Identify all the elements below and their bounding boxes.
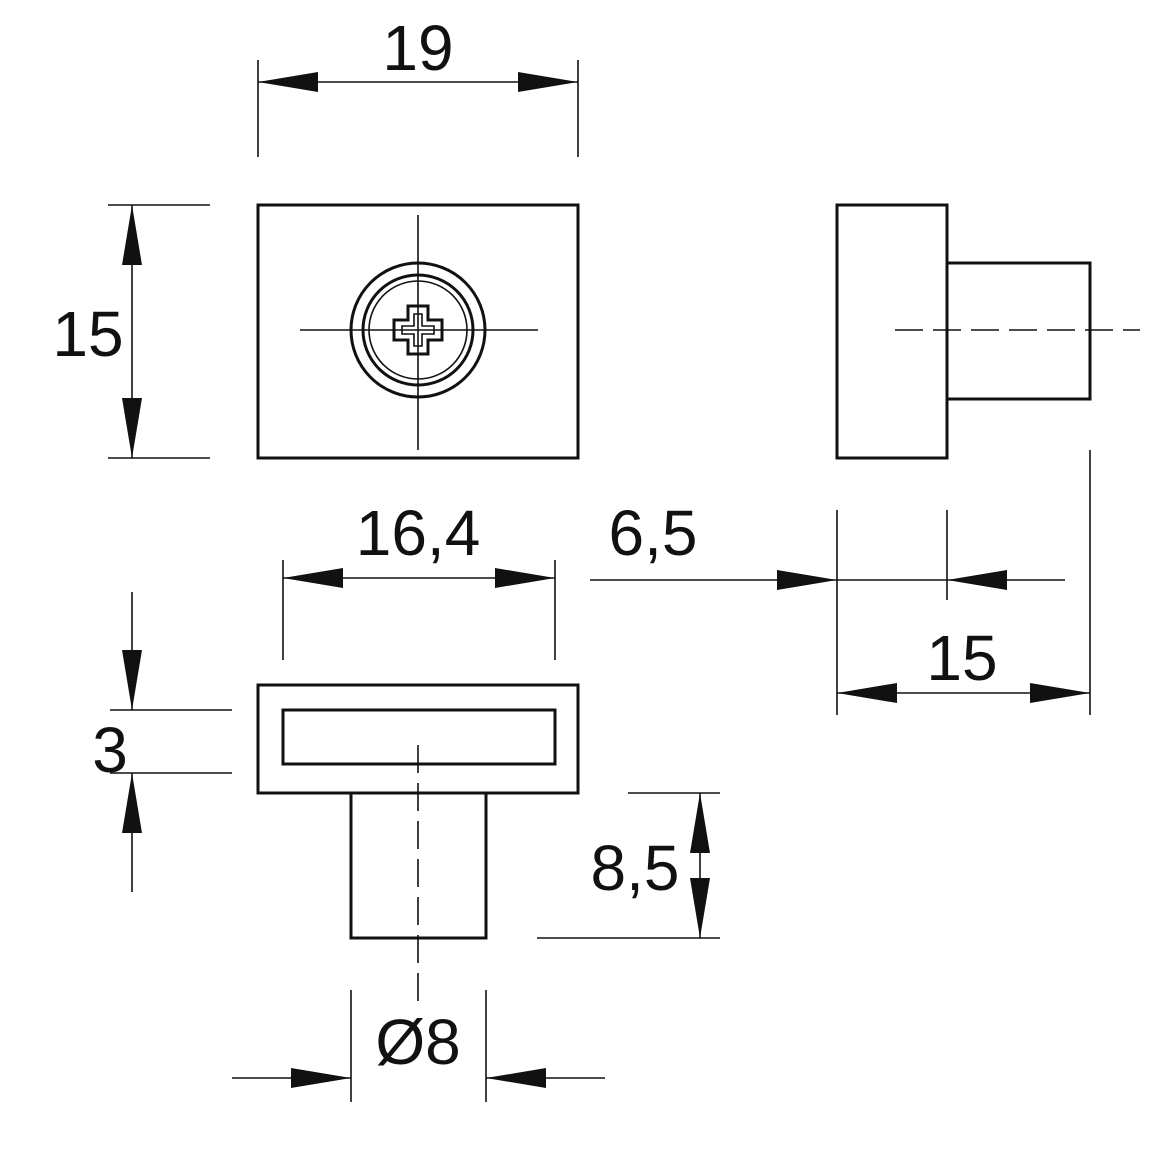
dim-side-offset: 6,5 [590,497,1065,715]
front-plate-outline [256,203,580,460]
dim-top-width: 16,4 [282,497,556,660]
dim-label: 15 [52,298,123,370]
arrowhead-icon [122,398,142,458]
arrowhead-icon [690,793,710,853]
top-flange-outline [256,683,580,795]
arrowhead-icon [1030,683,1090,703]
arrowhead-icon [283,568,343,588]
arrowhead-icon [291,1068,351,1088]
phillips-cross-inner [401,313,435,347]
arrowhead-icon [947,570,1007,590]
side-plate-outline [835,203,949,460]
dim-label: Ø8 [375,1006,460,1078]
front-view [256,203,580,460]
dim-side-depth: 15 [837,450,1091,715]
arrowhead-icon [122,650,142,710]
arrowhead-icon [122,205,142,265]
arrowhead-icon [837,683,897,703]
dim-front-height: 15 [52,204,210,459]
dim-label: 3 [92,714,128,786]
dim-flange-thickness: 3 [92,592,232,892]
side-pin-outline [945,261,1092,401]
dim-pin-length: 8,5 [537,792,720,939]
dim-label: 16,4 [356,497,481,569]
dim-label: 19 [382,12,453,84]
dim-label: 15 [926,622,997,694]
side-view [835,203,1140,460]
arrowhead-icon [690,878,710,938]
screw-head-inner [368,280,468,380]
arrowhead-icon [486,1068,546,1088]
arrowhead-icon [518,72,578,92]
arrowhead-icon [495,568,555,588]
phillips-cross-icon [392,304,444,356]
top-view [256,683,580,1002]
arrowhead-icon [258,72,318,92]
dim-front-width: 19 [257,12,579,157]
arrowhead-icon [122,773,142,833]
top-slot-outline [281,708,557,766]
dim-label: 6,5 [609,497,698,569]
arrowhead-icon [777,570,837,590]
dim-label: 8,5 [591,832,680,904]
screw-head-rim [361,273,475,387]
screw-outer-ring [349,261,487,399]
dim-pin-diameter: Ø8 [232,990,605,1102]
